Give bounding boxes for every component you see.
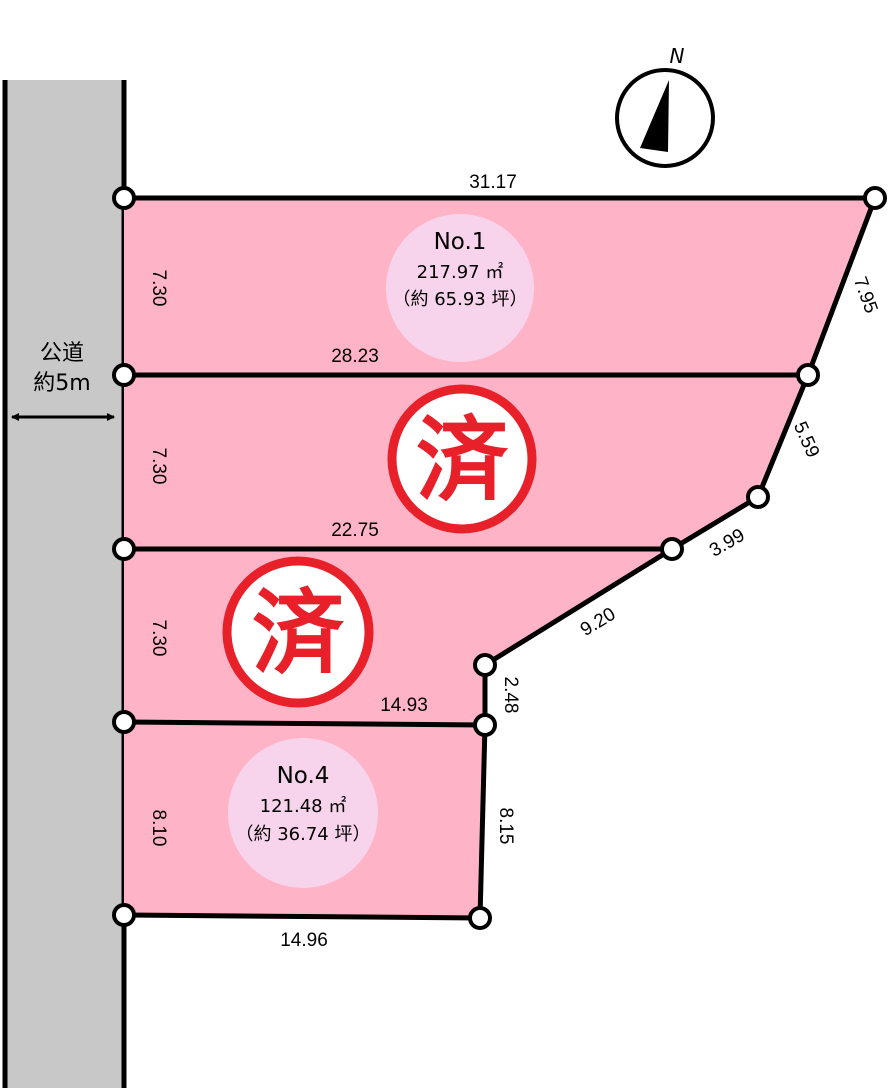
dim-edge-d: 9.20 (577, 604, 620, 641)
lot-1-number: No.1 (434, 229, 487, 255)
lot-3-sold-mark: 済 (222, 556, 374, 708)
public-road (3, 80, 124, 1088)
survey-point (473, 653, 497, 677)
survey-point (473, 713, 497, 737)
survey-point (112, 186, 136, 210)
dim-edge-a: 7.95 (849, 274, 881, 316)
dim-left-2: 7.30 (148, 448, 169, 485)
lot-4-tsubo: （約 36.74 坪） (236, 824, 371, 845)
survey-point (746, 485, 770, 509)
dim-edge-f: 8.15 (495, 808, 516, 845)
survey-point (112, 363, 136, 387)
survey-point (112, 710, 136, 734)
dim-line-1-2: 28.23 (331, 346, 379, 367)
survey-point (796, 363, 820, 387)
dim-edge-b: 5.59 (789, 419, 823, 461)
dim-top: 31.17 (469, 172, 517, 193)
compass-north-label: N (670, 44, 685, 68)
survey-point (468, 906, 492, 930)
lot-1-tsubo: （約 65.93 坪） (393, 289, 528, 310)
compass: N (615, 44, 715, 168)
dim-bottom: 14.96 (280, 930, 328, 951)
lot-2-sold-label: 済 (416, 407, 509, 514)
lot-3-sold-label: 済 (252, 580, 345, 687)
dim-left-3: 7.30 (148, 620, 169, 657)
dim-line-3-4: 14.93 (380, 695, 428, 716)
dim-edge-c: 3.99 (706, 525, 749, 562)
survey-point (863, 186, 887, 210)
dim-left-4: 8.10 (148, 810, 169, 847)
road-label-line1: 公道 (40, 341, 84, 366)
north-arrow-icon (640, 80, 669, 152)
dim-left-1: 7.30 (148, 270, 169, 307)
dim-edge-e: 2.48 (500, 677, 521, 714)
survey-points (112, 186, 887, 930)
lot-4-area: 121.48 ㎡ (260, 795, 347, 817)
survey-point (112, 537, 136, 561)
road-label-line2: 約5m (33, 371, 90, 396)
lot-4-info-badge: No.4 121.48 ㎡ （約 36.74 坪） (228, 738, 378, 888)
lot-1-info-badge: No.1 217.97 ㎡ （約 65.93 坪） (386, 214, 534, 362)
lot-4-number: No.4 (277, 763, 330, 789)
lot-1-area: 217.97 ㎡ (417, 261, 504, 283)
survey-point (112, 903, 136, 927)
dim-line-2-3: 22.75 (331, 520, 379, 541)
survey-point (660, 537, 684, 561)
lot-2-sold-mark: 済 (387, 384, 537, 534)
